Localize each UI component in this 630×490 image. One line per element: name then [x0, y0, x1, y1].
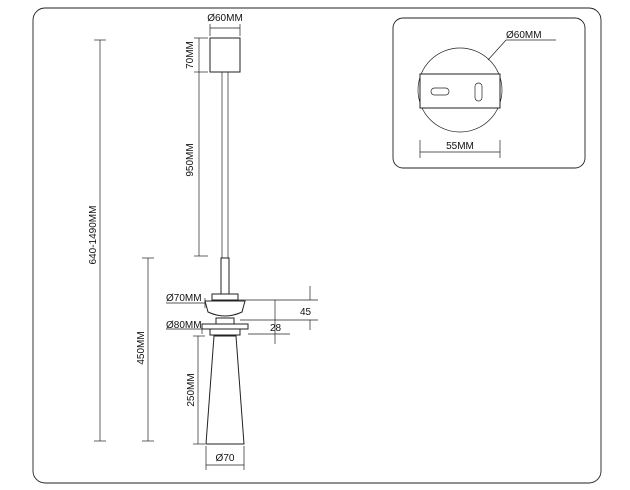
- cable-length-label: 950MM: [185, 143, 196, 176]
- collar: [211, 293, 239, 301]
- outer-frame: [32, 7, 602, 484]
- gap-upper-label: 45: [300, 307, 312, 318]
- neck: [215, 317, 235, 325]
- detail-slot-vertical: [474, 82, 483, 102]
- canopy: [209, 37, 241, 73]
- detail-width-label: 55MM: [446, 141, 474, 152]
- shade: [205, 335, 245, 445]
- detail-diameter-leader: [487, 39, 507, 61]
- canopy-diameter-label: Ø60MM: [207, 13, 243, 24]
- total-height-label: 640-1490MM: [88, 206, 99, 265]
- lower-ring: [201, 323, 249, 330]
- fixture-height-label: 450MM: [136, 331, 147, 364]
- detail-frame: [392, 17, 586, 169]
- shade-height-label: 250MM: [186, 373, 197, 406]
- detail-diameter-label: Ø60MM: [506, 30, 542, 41]
- detail-bracket: [419, 73, 501, 109]
- upper-ring-label: Ø70MM: [166, 293, 202, 304]
- gap-lower-label: 28: [270, 323, 282, 334]
- lower-ring-label: Ø80MM: [166, 320, 202, 331]
- upper-ring: [204, 300, 246, 317]
- shade-bottom-label: Ø70: [216, 453, 235, 464]
- lower-ring-base: [209, 328, 241, 336]
- detail-slot-horizontal: [430, 87, 450, 96]
- canopy-height-label: 70MM: [185, 41, 196, 69]
- detail-circle: [417, 47, 503, 133]
- rod: [220, 257, 230, 295]
